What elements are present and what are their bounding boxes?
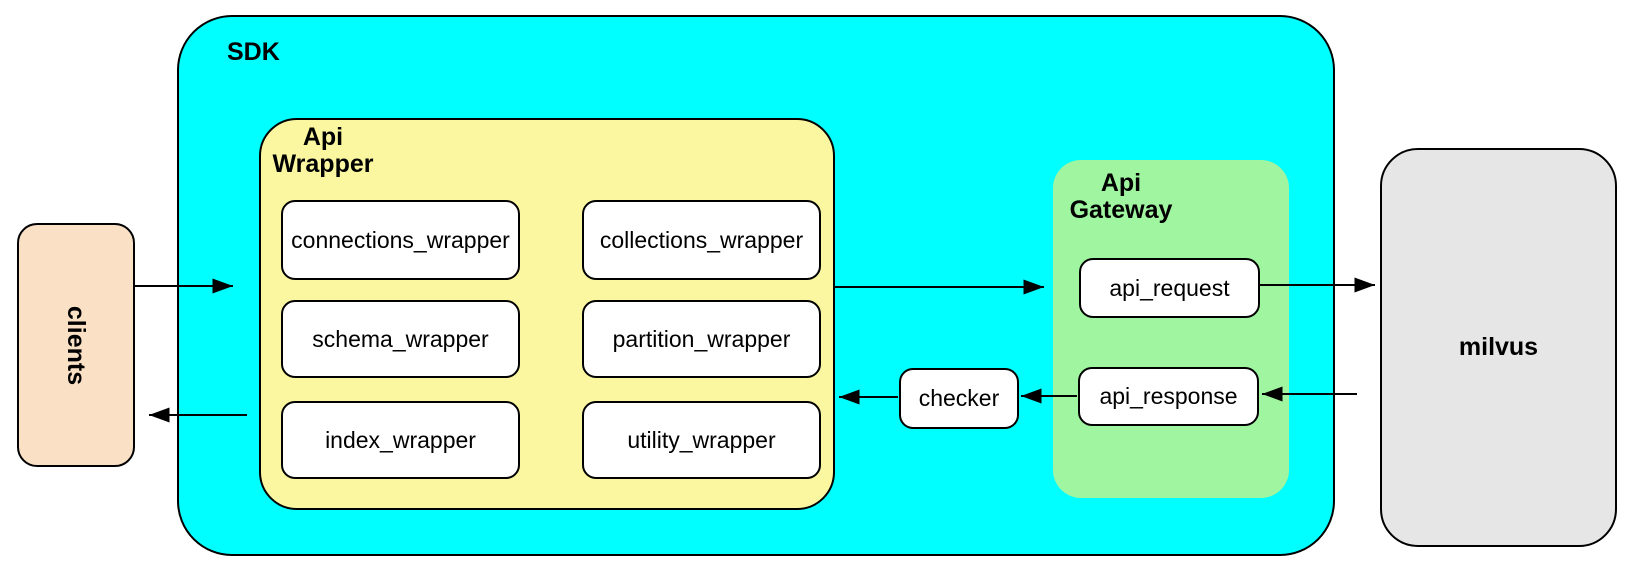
api-gateway-label-line2: Gateway bbox=[1069, 196, 1173, 224]
sdk-container: SDK Api Wrapper connections_wrapper coll… bbox=[177, 15, 1335, 556]
api-wrapper-label: Api Wrapper bbox=[261, 124, 385, 178]
utility-wrapper-label: utility_wrapper bbox=[627, 426, 776, 453]
api-response-label: api_response bbox=[1099, 383, 1238, 409]
collections-wrapper-node: collections_wrapper bbox=[582, 200, 821, 280]
schema-wrapper-node: schema_wrapper bbox=[281, 300, 520, 378]
clients-node: clients bbox=[17, 223, 135, 467]
api-response-node: api_response bbox=[1078, 367, 1259, 426]
connections-wrapper-label: connections_wrapper bbox=[291, 226, 510, 253]
api-gateway-container: Api Gateway api_request api_response bbox=[1053, 160, 1289, 498]
utility-wrapper-node: utility_wrapper bbox=[582, 401, 821, 479]
clients-label: clients bbox=[62, 305, 91, 385]
api-request-label: api_request bbox=[1109, 274, 1230, 301]
sdk-label: SDK bbox=[227, 38, 280, 66]
checker-label: checker bbox=[918, 385, 1000, 411]
partition-wrapper-node: partition_wrapper bbox=[582, 300, 821, 378]
connections-wrapper-node: connections_wrapper bbox=[281, 200, 520, 280]
milvus-node: milvus bbox=[1380, 148, 1617, 547]
index-wrapper-node: index_wrapper bbox=[281, 401, 520, 479]
api-wrapper-container: Api Wrapper connections_wrapper collecti… bbox=[259, 118, 835, 510]
collections-wrapper-label: collections_wrapper bbox=[599, 226, 804, 253]
index-wrapper-label: index_wrapper bbox=[325, 426, 476, 453]
api-wrapper-label-line2: Wrapper bbox=[272, 150, 374, 178]
api-wrapper-label-line1: Api bbox=[302, 123, 344, 151]
partition-wrapper-label: partition_wrapper bbox=[612, 325, 791, 352]
api-request-node: api_request bbox=[1079, 258, 1260, 318]
schema-wrapper-label: schema_wrapper bbox=[312, 325, 489, 352]
checker-node: checker bbox=[899, 368, 1019, 429]
api-gateway-label: Api Gateway bbox=[1061, 170, 1181, 224]
milvus-label: milvus bbox=[1458, 333, 1539, 361]
api-gateway-label-line1: Api bbox=[1100, 169, 1142, 197]
